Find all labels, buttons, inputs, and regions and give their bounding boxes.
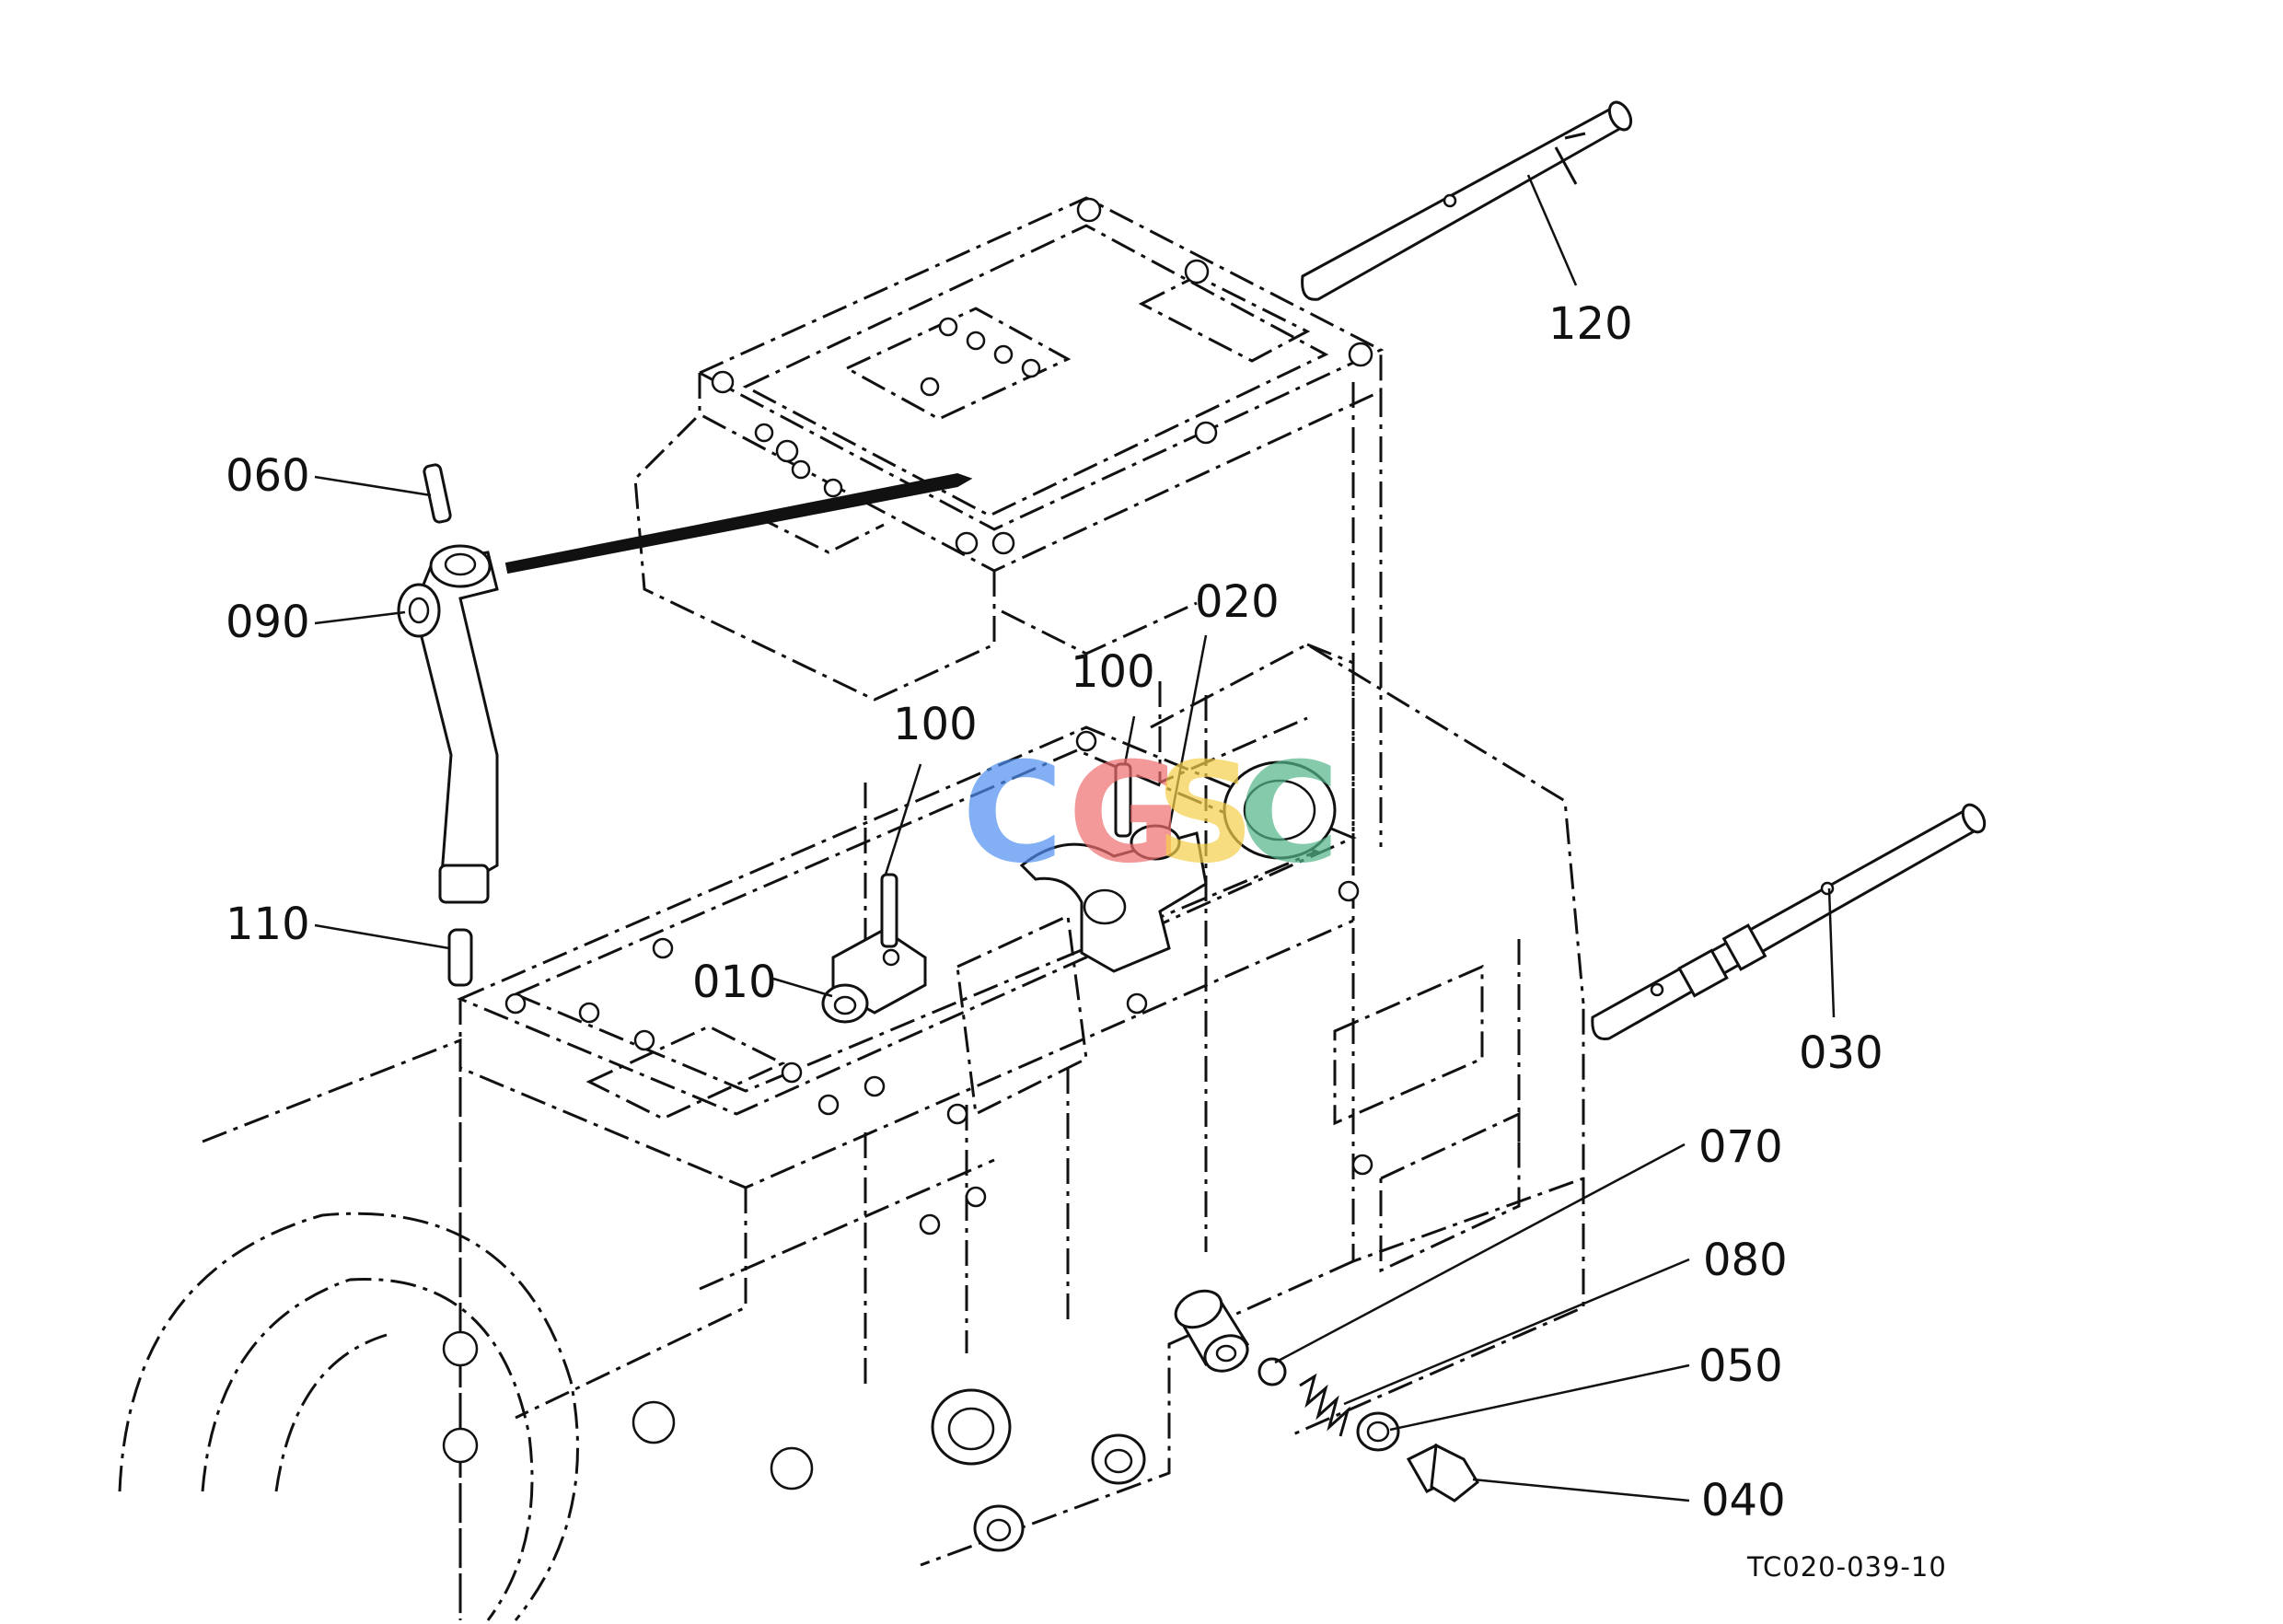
shift-fork-020 (1019, 824, 1208, 973)
callout-100-left: 100 (893, 699, 978, 750)
watermark-letter: G (1068, 734, 1181, 894)
shift-arm-090 (397, 544, 499, 904)
watermark-letter: C (962, 734, 1063, 894)
assembly-arrow (504, 472, 973, 574)
callout-110: 110 (226, 899, 310, 950)
watermark-logo: C G S C (962, 734, 1339, 894)
callout-070: 070 (1698, 1121, 1783, 1173)
shaft-030 (1591, 803, 1987, 1041)
callout-120: 120 (1548, 298, 1633, 350)
callout-100-right: 100 (1071, 646, 1155, 698)
figure-code: TC020-039-10 (1746, 1551, 1947, 1583)
callout-040: 040 (1701, 1475, 1786, 1526)
watermark-letter: S (1155, 734, 1255, 894)
shift-block-010 (821, 928, 927, 1024)
detent-ball (1257, 1357, 1287, 1386)
callout-030: 030 (1799, 1027, 1883, 1079)
pin-060 (423, 463, 452, 524)
upper-cover-housing (633, 196, 1385, 875)
pin-100-right (1114, 762, 1132, 838)
plug-070 (1174, 1289, 1250, 1373)
callout-010: 010 (692, 957, 777, 1008)
shaft-120 (1301, 100, 1633, 301)
callout-020: 020 (1195, 576, 1280, 628)
bolt-040 (1406, 1443, 1479, 1502)
spring-080 (1299, 1373, 1350, 1437)
watermark-letter: C (1238, 734, 1339, 894)
washer-050 (1356, 1411, 1400, 1452)
pin-100-left (880, 873, 898, 948)
transmission-case (118, 643, 1585, 1621)
callout-090: 090 (226, 597, 310, 648)
callout-050: 050 (1698, 1340, 1783, 1392)
leader-lines (314, 174, 1836, 1502)
callout-080: 080 (1703, 1235, 1788, 1286)
callout-060: 060 (226, 450, 310, 502)
pin-110 (447, 928, 473, 987)
